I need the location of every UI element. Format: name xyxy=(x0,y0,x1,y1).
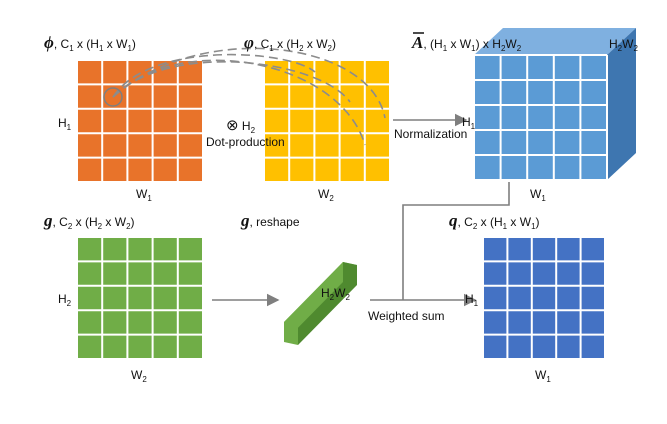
varphi-gridlines xyxy=(263,59,391,183)
phi-gridlines xyxy=(76,59,204,183)
dot-production-label: Dot-production xyxy=(206,135,285,149)
g-reshape-title: g, reshape xyxy=(240,211,300,230)
varphi-width-label: W2 xyxy=(318,187,334,203)
g-title: g, C2 x (H2 x W2) xyxy=(43,211,135,231)
normalization-label: Normalization xyxy=(394,127,467,141)
varphi-feature-map xyxy=(263,59,391,183)
reshape-bar-face xyxy=(284,262,343,342)
g-reshape-bar-label: H2W2 xyxy=(321,286,350,302)
g-feature-map xyxy=(76,236,204,360)
abar-depth-label: H2W2 xyxy=(609,37,638,53)
q-title: q, C2 x (H1 x W1) xyxy=(449,211,540,231)
affinity-cube-side xyxy=(607,28,636,180)
phi-title: ϕ, C1 x (H1 x W1) xyxy=(44,33,136,53)
phi-width-label: W1 xyxy=(136,187,152,203)
g-height-label: H2 xyxy=(58,292,72,308)
phi-feature-map xyxy=(76,59,204,183)
affinity-to-sum-connector xyxy=(402,182,510,300)
varphi-title: φ, C1 x (H2 x W2) xyxy=(244,33,336,53)
g-width-label: W2 xyxy=(131,368,147,384)
dot-product-arcs xyxy=(112,47,386,146)
g-grid-fill xyxy=(77,237,203,359)
abar-title: A, (H1 x W1) x H2W2 xyxy=(411,33,522,53)
phi-grid-fill xyxy=(77,60,203,182)
affinity-cube xyxy=(473,28,636,181)
phi-height-label: H1 xyxy=(58,116,72,132)
dot-h-label: ⊗ H2 xyxy=(226,117,256,135)
abar-title-group: A, (H1 x W1) x H2W2 xyxy=(411,32,522,53)
q-width-label: W1 xyxy=(535,368,551,384)
g-gridlines xyxy=(76,236,204,360)
q-grid-fill xyxy=(483,237,605,359)
g-reshape-bar xyxy=(284,262,357,345)
q-feature-map xyxy=(482,236,606,360)
query-pixel-circle xyxy=(103,87,123,107)
weighted-sum-label: Weighted sum xyxy=(368,309,444,323)
affinity-gridlines xyxy=(473,54,608,181)
abar-width-label: W1 xyxy=(530,187,546,203)
affinity-cube-top xyxy=(474,28,636,55)
q-gridlines xyxy=(482,236,606,360)
q-height-label: H1 xyxy=(465,292,479,308)
abar-height-label: H1 xyxy=(462,115,476,131)
varphi-grid-fill xyxy=(264,60,390,182)
affinity-cube-front xyxy=(474,55,607,180)
